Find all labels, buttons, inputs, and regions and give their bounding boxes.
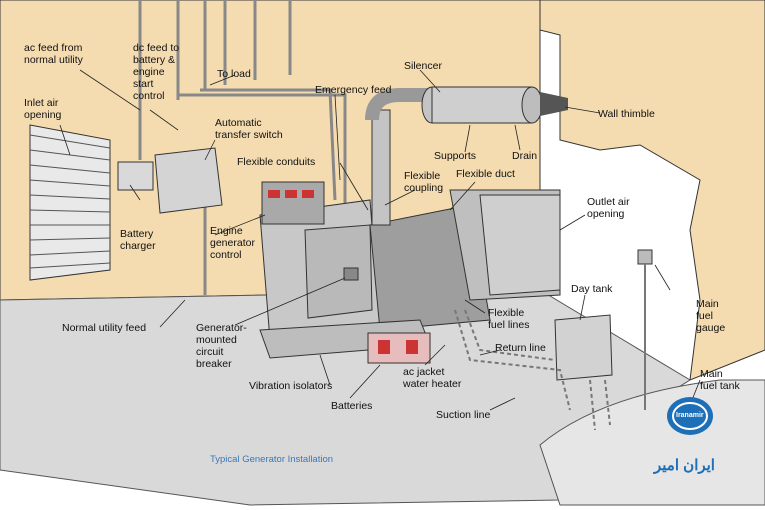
battery-charger	[117, 161, 154, 191]
fuel-lines	[454, 309, 611, 431]
label-silencer: Silencer	[404, 60, 442, 72]
batteries	[367, 332, 431, 364]
logo-name: ایران امیر	[654, 457, 715, 474]
circuit-breaker	[343, 267, 359, 281]
leader-lines	[59, 69, 701, 411]
exhaust-system	[365, 86, 568, 226]
label-drain: Drain	[512, 150, 538, 162]
engine-control-panel	[261, 181, 325, 225]
label-return-line: Return line	[495, 342, 546, 354]
side-wall	[539, 0, 765, 381]
label-suction-line: Suction line	[436, 409, 491, 421]
caption: Typical Generator Installation	[210, 454, 334, 465]
label-emergency-feed: Emergency feed	[315, 84, 392, 96]
label-day-tank: Day tank	[571, 283, 613, 295]
logo-badge: Iranamir	[676, 412, 704, 419]
transfer-switch	[154, 147, 223, 214]
inlet-air-louver	[29, 124, 111, 281]
label-vibration-isolators: Vibration isolators	[249, 380, 333, 392]
label-flexible-conduits: Flexible conduits	[237, 156, 316, 168]
label-to-load: To load	[217, 68, 251, 80]
label-batteries: Batteries	[331, 400, 373, 412]
wall-thimble	[540, 92, 568, 116]
silencer	[431, 86, 533, 124]
label-wall-thimble: Wall thimble	[598, 108, 655, 120]
fuel-gauge	[637, 249, 653, 265]
label-normal-utility-feed: Normal utility feed	[62, 322, 147, 334]
label-supports: Supports	[434, 150, 477, 162]
generator-set	[259, 181, 491, 359]
conduits	[138, 0, 347, 295]
logo-emblem-icon	[667, 397, 713, 435]
day-tank	[554, 314, 613, 381]
label-flexible-duct: Flexible duct	[456, 168, 515, 180]
